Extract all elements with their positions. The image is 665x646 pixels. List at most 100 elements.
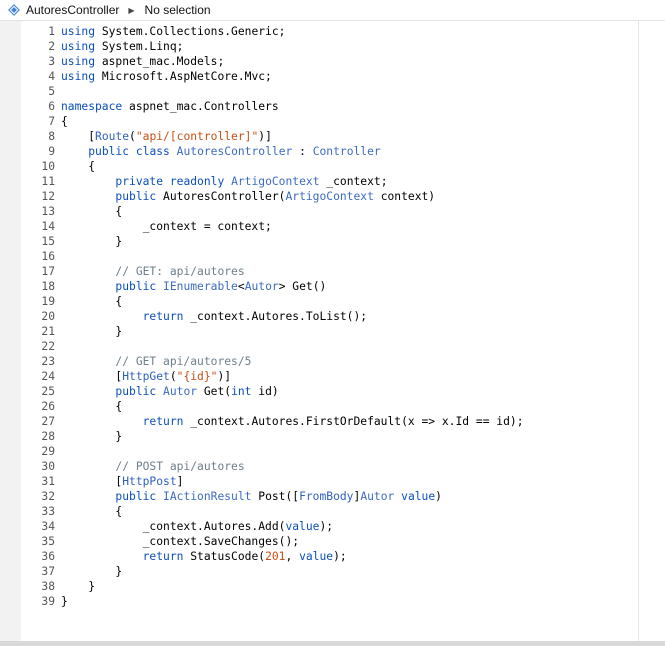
code-line[interactable]: 33 { xyxy=(21,504,524,519)
code-line[interactable]: 21 } xyxy=(21,324,524,339)
code-token: { xyxy=(61,295,123,308)
code-token xyxy=(61,385,115,398)
line-source: } xyxy=(61,579,95,594)
line-number: 33 xyxy=(41,505,55,518)
code-token: FromBody xyxy=(299,490,354,503)
code-token: } xyxy=(61,565,123,578)
code-token: [ xyxy=(61,130,96,143)
code-token: ( xyxy=(129,130,136,143)
line-source: private readonly ArtigoContext _context; xyxy=(61,174,387,189)
line-source: return StatusCode(201, value); xyxy=(61,549,347,564)
code-line[interactable]: 8 [Route("api/[controller]")] xyxy=(21,129,524,144)
code-token: Post([ xyxy=(251,490,300,503)
code-line[interactable]: 28 } xyxy=(21,429,524,444)
line-number: 32 xyxy=(41,490,55,503)
code-editor[interactable] xyxy=(21,21,638,641)
code-line[interactable]: 13 { xyxy=(21,204,524,219)
code-token: )] xyxy=(258,130,272,143)
code-token: _context.SaveChanges(); xyxy=(61,535,300,548)
line-source: // GET: api/autores xyxy=(61,264,245,279)
line-number: 34 xyxy=(41,520,55,533)
code-line[interactable]: 31 [HttpPost] xyxy=(21,474,524,489)
line-number: 30 xyxy=(41,460,55,473)
code-line[interactable]: 7{ xyxy=(21,114,524,129)
code-token: "{id}" xyxy=(176,370,218,383)
code-token: )] xyxy=(217,370,232,383)
code-token: AutoresController( xyxy=(156,190,286,203)
breadcrumb-file[interactable]: AutoresController xyxy=(26,3,120,17)
code-line[interactable]: 10 { xyxy=(21,159,524,174)
line-number: 26 xyxy=(41,400,55,413)
line-number: 5 xyxy=(48,85,55,98)
code-token: Route xyxy=(95,130,130,143)
code-token: namespace xyxy=(61,100,123,113)
code-token: id) xyxy=(251,385,279,398)
code-token: public xyxy=(115,280,157,293)
code-token: // POST api/autores xyxy=(115,460,245,473)
line-number: 10 xyxy=(41,160,55,173)
code-token xyxy=(61,490,115,503)
code-line[interactable]: 34 _context.Autores.Add(value); xyxy=(21,519,524,534)
code-token: _context.Autores.Add( xyxy=(61,520,286,533)
code-token: System.Linq; xyxy=(95,40,184,53)
code-token: ( xyxy=(169,370,177,383)
code-line[interactable]: 19 { xyxy=(21,294,524,309)
line-source: public Autor Get(int id) xyxy=(61,384,279,399)
code-line[interactable]: 24 [HttpGet("{id}")] xyxy=(21,369,524,384)
code-line[interactable]: 39} xyxy=(21,594,524,609)
code-line[interactable]: 32 public IActionResult Post([FromBody]A… xyxy=(21,489,524,504)
code-line[interactable]: 18 public IEnumerable<Autor> Get() xyxy=(21,279,524,294)
code-token: public xyxy=(115,490,157,503)
line-source: } xyxy=(61,429,122,444)
line-number: 16 xyxy=(41,250,55,263)
code-token: { xyxy=(61,160,96,173)
code-line[interactable]: 22 xyxy=(21,339,524,354)
code-line[interactable]: 5 xyxy=(21,84,524,99)
code-line[interactable]: 23 // GET api/autores/5 xyxy=(21,354,524,369)
code-token: HttpPost xyxy=(122,475,177,488)
code-line[interactable]: 26 { xyxy=(21,399,524,414)
line-number: 3 xyxy=(48,55,55,68)
code-line[interactable]: 14 _context = context; xyxy=(21,219,524,234)
code-line[interactable]: 20 return _context.Autores.ToList(); xyxy=(21,309,524,324)
line-source: [HttpPost] xyxy=(61,474,183,489)
code-token xyxy=(61,550,143,563)
code-line[interactable]: 11 private readonly ArtigoContext _conte… xyxy=(21,174,524,189)
code-token: System.Collections.Generic; xyxy=(95,25,286,38)
code-token: Autor xyxy=(360,490,395,503)
code-token: ArtigoContext xyxy=(231,175,320,188)
code-line[interactable]: 36 return StatusCode(201, value); xyxy=(21,549,524,564)
code-line[interactable]: 30 // POST api/autores xyxy=(21,459,524,474)
code-token xyxy=(129,145,136,158)
code-line[interactable]: 35 _context.SaveChanges(); xyxy=(21,534,524,549)
code-line[interactable]: 9 public class AutoresController : Contr… xyxy=(21,144,524,159)
code-line[interactable]: 29 xyxy=(21,444,524,459)
code-line[interactable]: 16 xyxy=(21,249,524,264)
code-token: _context = context; xyxy=(61,220,272,233)
code-token: "api/[controller]" xyxy=(135,130,259,143)
breadcrumb-selection[interactable]: No selection xyxy=(144,3,211,17)
line-number: 20 xyxy=(41,310,55,323)
horizontal-scrollbar[interactable] xyxy=(0,641,665,646)
code-token: HttpGet xyxy=(122,370,170,383)
code-line[interactable]: 38 } xyxy=(21,579,524,594)
line-number: 19 xyxy=(41,295,55,308)
code-line[interactable]: 25 public Autor Get(int id) xyxy=(21,384,524,399)
code-line[interactable]: 15 } xyxy=(21,234,524,249)
line-number: 15 xyxy=(41,235,55,248)
code-token: // GET: api/autores xyxy=(115,265,245,278)
code-line[interactable]: 27 return _context.Autores.FirstOrDefaul… xyxy=(21,414,523,429)
line-number: 6 xyxy=(48,100,55,113)
code-line[interactable]: 12 public AutoresController(ArtigoContex… xyxy=(21,189,524,204)
code-line[interactable]: 37 } xyxy=(21,564,524,579)
code-line[interactable]: 17 // GET: api/autores xyxy=(21,264,524,279)
line-source: { xyxy=(61,504,122,519)
code-token: return xyxy=(142,310,184,323)
code-token: IEnumerable xyxy=(163,280,238,293)
